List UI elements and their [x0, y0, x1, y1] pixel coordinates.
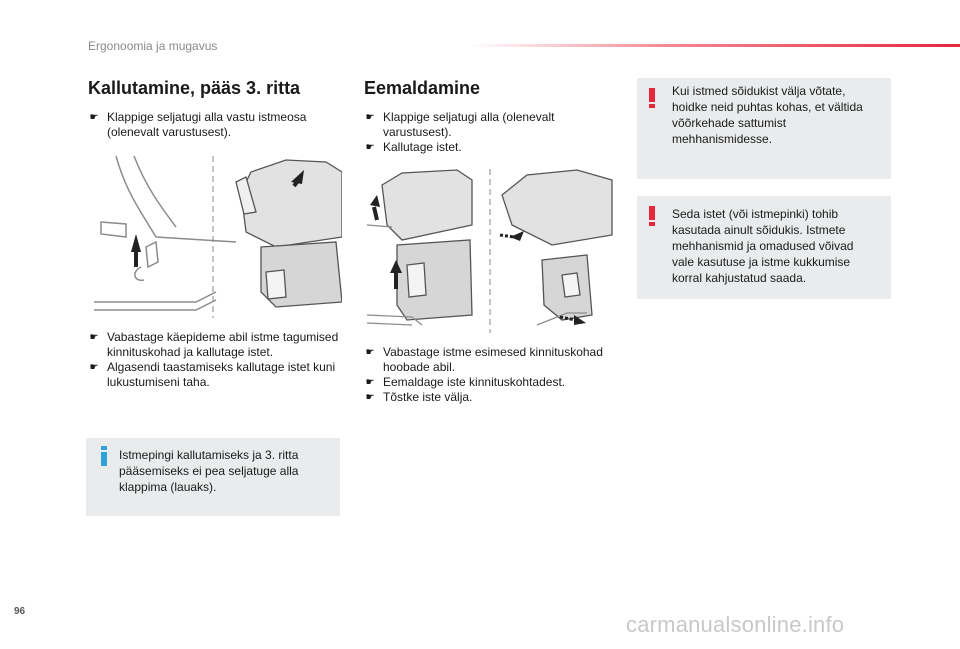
pointing-hand-icon: ☛ — [365, 347, 375, 358]
middle-steps-bottom: ☛ Vabastage istme esimesed kinnituskohad… — [364, 345, 614, 405]
list-item: ☛ Algasendi taastamiseks kallutage istet… — [88, 360, 344, 390]
pointing-hand-icon: ☛ — [89, 362, 99, 373]
list-item: ☛ Klappige seljatugi alla (olenevalt var… — [364, 110, 594, 140]
warning-box-cleanliness: Kui istmed sõidukist välja võtate, hoidk… — [637, 78, 891, 179]
step-text: Klappige seljatugi alla vastu istmeosa (… — [107, 110, 307, 139]
step-text: Klappige seljatugi alla (olenevalt varus… — [383, 110, 555, 139]
step-text: Eemaldage iste kinnituskohtadest. — [383, 375, 566, 389]
middle-steps-top: ☛ Klappige seljatugi alla (olenevalt var… — [364, 110, 594, 155]
pointing-hand-icon: ☛ — [89, 112, 99, 123]
left-steps-top: ☛ Klappige seljatugi alla vastu istmeosa… — [88, 110, 328, 140]
step-text: Tõstke iste välja. — [383, 390, 473, 404]
step-text: Algasendi taastamiseks kallutage istet k… — [107, 360, 336, 389]
section-title-tilting: Kallutamine, pääs 3. ritta — [88, 78, 301, 98]
list-item: ☛ Eemaldage iste kinnituskohtadest. — [364, 375, 614, 390]
list-item: ☛ Klappige seljatugi alla vastu istmeosa… — [88, 110, 328, 140]
warning-text: Kui istmed sõidukist välja võtate, hoidk… — [672, 84, 863, 146]
list-item: ☛ Vabastage käepideme abil istme tagumis… — [88, 330, 344, 360]
header-accent-line — [470, 44, 960, 47]
tilting-illustration — [94, 155, 342, 318]
pointing-hand-icon: ☛ — [365, 142, 375, 153]
step-text: Kallutage istet. — [383, 140, 462, 154]
step-text: Vabastage käepideme abil istme tagumised… — [107, 330, 339, 359]
list-item: ☛ Kallutage istet. — [364, 140, 594, 155]
removal-illustration — [366, 169, 613, 333]
warning-text: Seda istet (või istmepinki) tohib kasuta… — [672, 207, 854, 285]
list-item: ☛ Tõstke iste välja. — [364, 390, 614, 405]
left-steps-bottom: ☛ Vabastage käepideme abil istme tagumis… — [88, 330, 344, 390]
pointing-hand-icon: ☛ — [365, 112, 375, 123]
exclamation-icon — [649, 88, 655, 108]
warning-box-usage: Seda istet (või istmepinki) tohib kasuta… — [637, 196, 891, 299]
watermark: carmanualsonline.info — [626, 612, 845, 637]
step-text: Vabastage istme esimesed kinnituskohad h… — [383, 345, 603, 374]
exclamation-icon — [649, 206, 655, 226]
pointing-hand-icon: ☛ — [365, 392, 375, 403]
pointing-hand-icon: ☛ — [365, 377, 375, 388]
info-text: Istmepingi kallutamiseks ja 3. ritta pää… — [119, 448, 299, 494]
list-item: ☛ Vabastage istme esimesed kinnituskohad… — [364, 345, 614, 375]
section-title-removal: Eemaldamine — [364, 78, 481, 98]
pointing-hand-icon: ☛ — [89, 332, 99, 343]
page-number: 96 — [14, 606, 26, 617]
info-box: Istmepingi kallutamiseks ja 3. ritta pää… — [86, 438, 340, 516]
header-title: Ergonoomia ja mugavus — [88, 39, 218, 53]
info-icon — [101, 446, 107, 466]
